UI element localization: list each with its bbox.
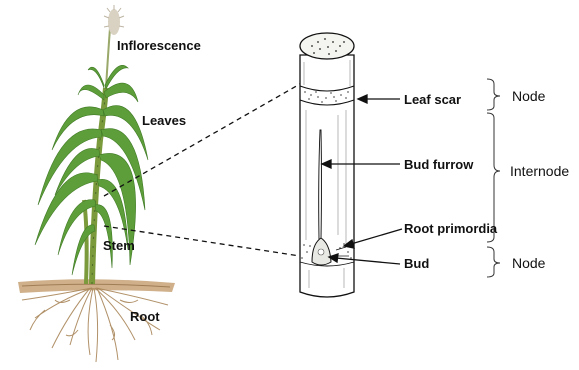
bracket-node-top xyxy=(487,79,500,110)
label-leaf-scar: Leaf scar xyxy=(404,92,461,107)
label-bud: Bud xyxy=(404,256,429,271)
label-bud-furrow: Bud furrow xyxy=(404,157,474,172)
label-stem: Stem xyxy=(103,238,135,253)
label-inflorescence: Inflorescence xyxy=(117,38,201,53)
label-internode: Internode xyxy=(510,163,569,179)
inflorescence-tassel xyxy=(104,5,124,35)
label-node-top: Node xyxy=(512,88,546,104)
bracket-node-bottom xyxy=(487,247,500,277)
soil xyxy=(18,279,175,293)
label-root: Root xyxy=(130,309,160,324)
bud-furrow xyxy=(319,130,322,240)
label-node-bottom: Node xyxy=(512,255,546,271)
region-brackets xyxy=(487,79,500,277)
stalk-cut-face xyxy=(300,33,354,59)
label-leaves: Leaves xyxy=(142,113,186,128)
roots xyxy=(22,288,168,362)
label-root-primordia: Root primordia xyxy=(404,221,498,236)
